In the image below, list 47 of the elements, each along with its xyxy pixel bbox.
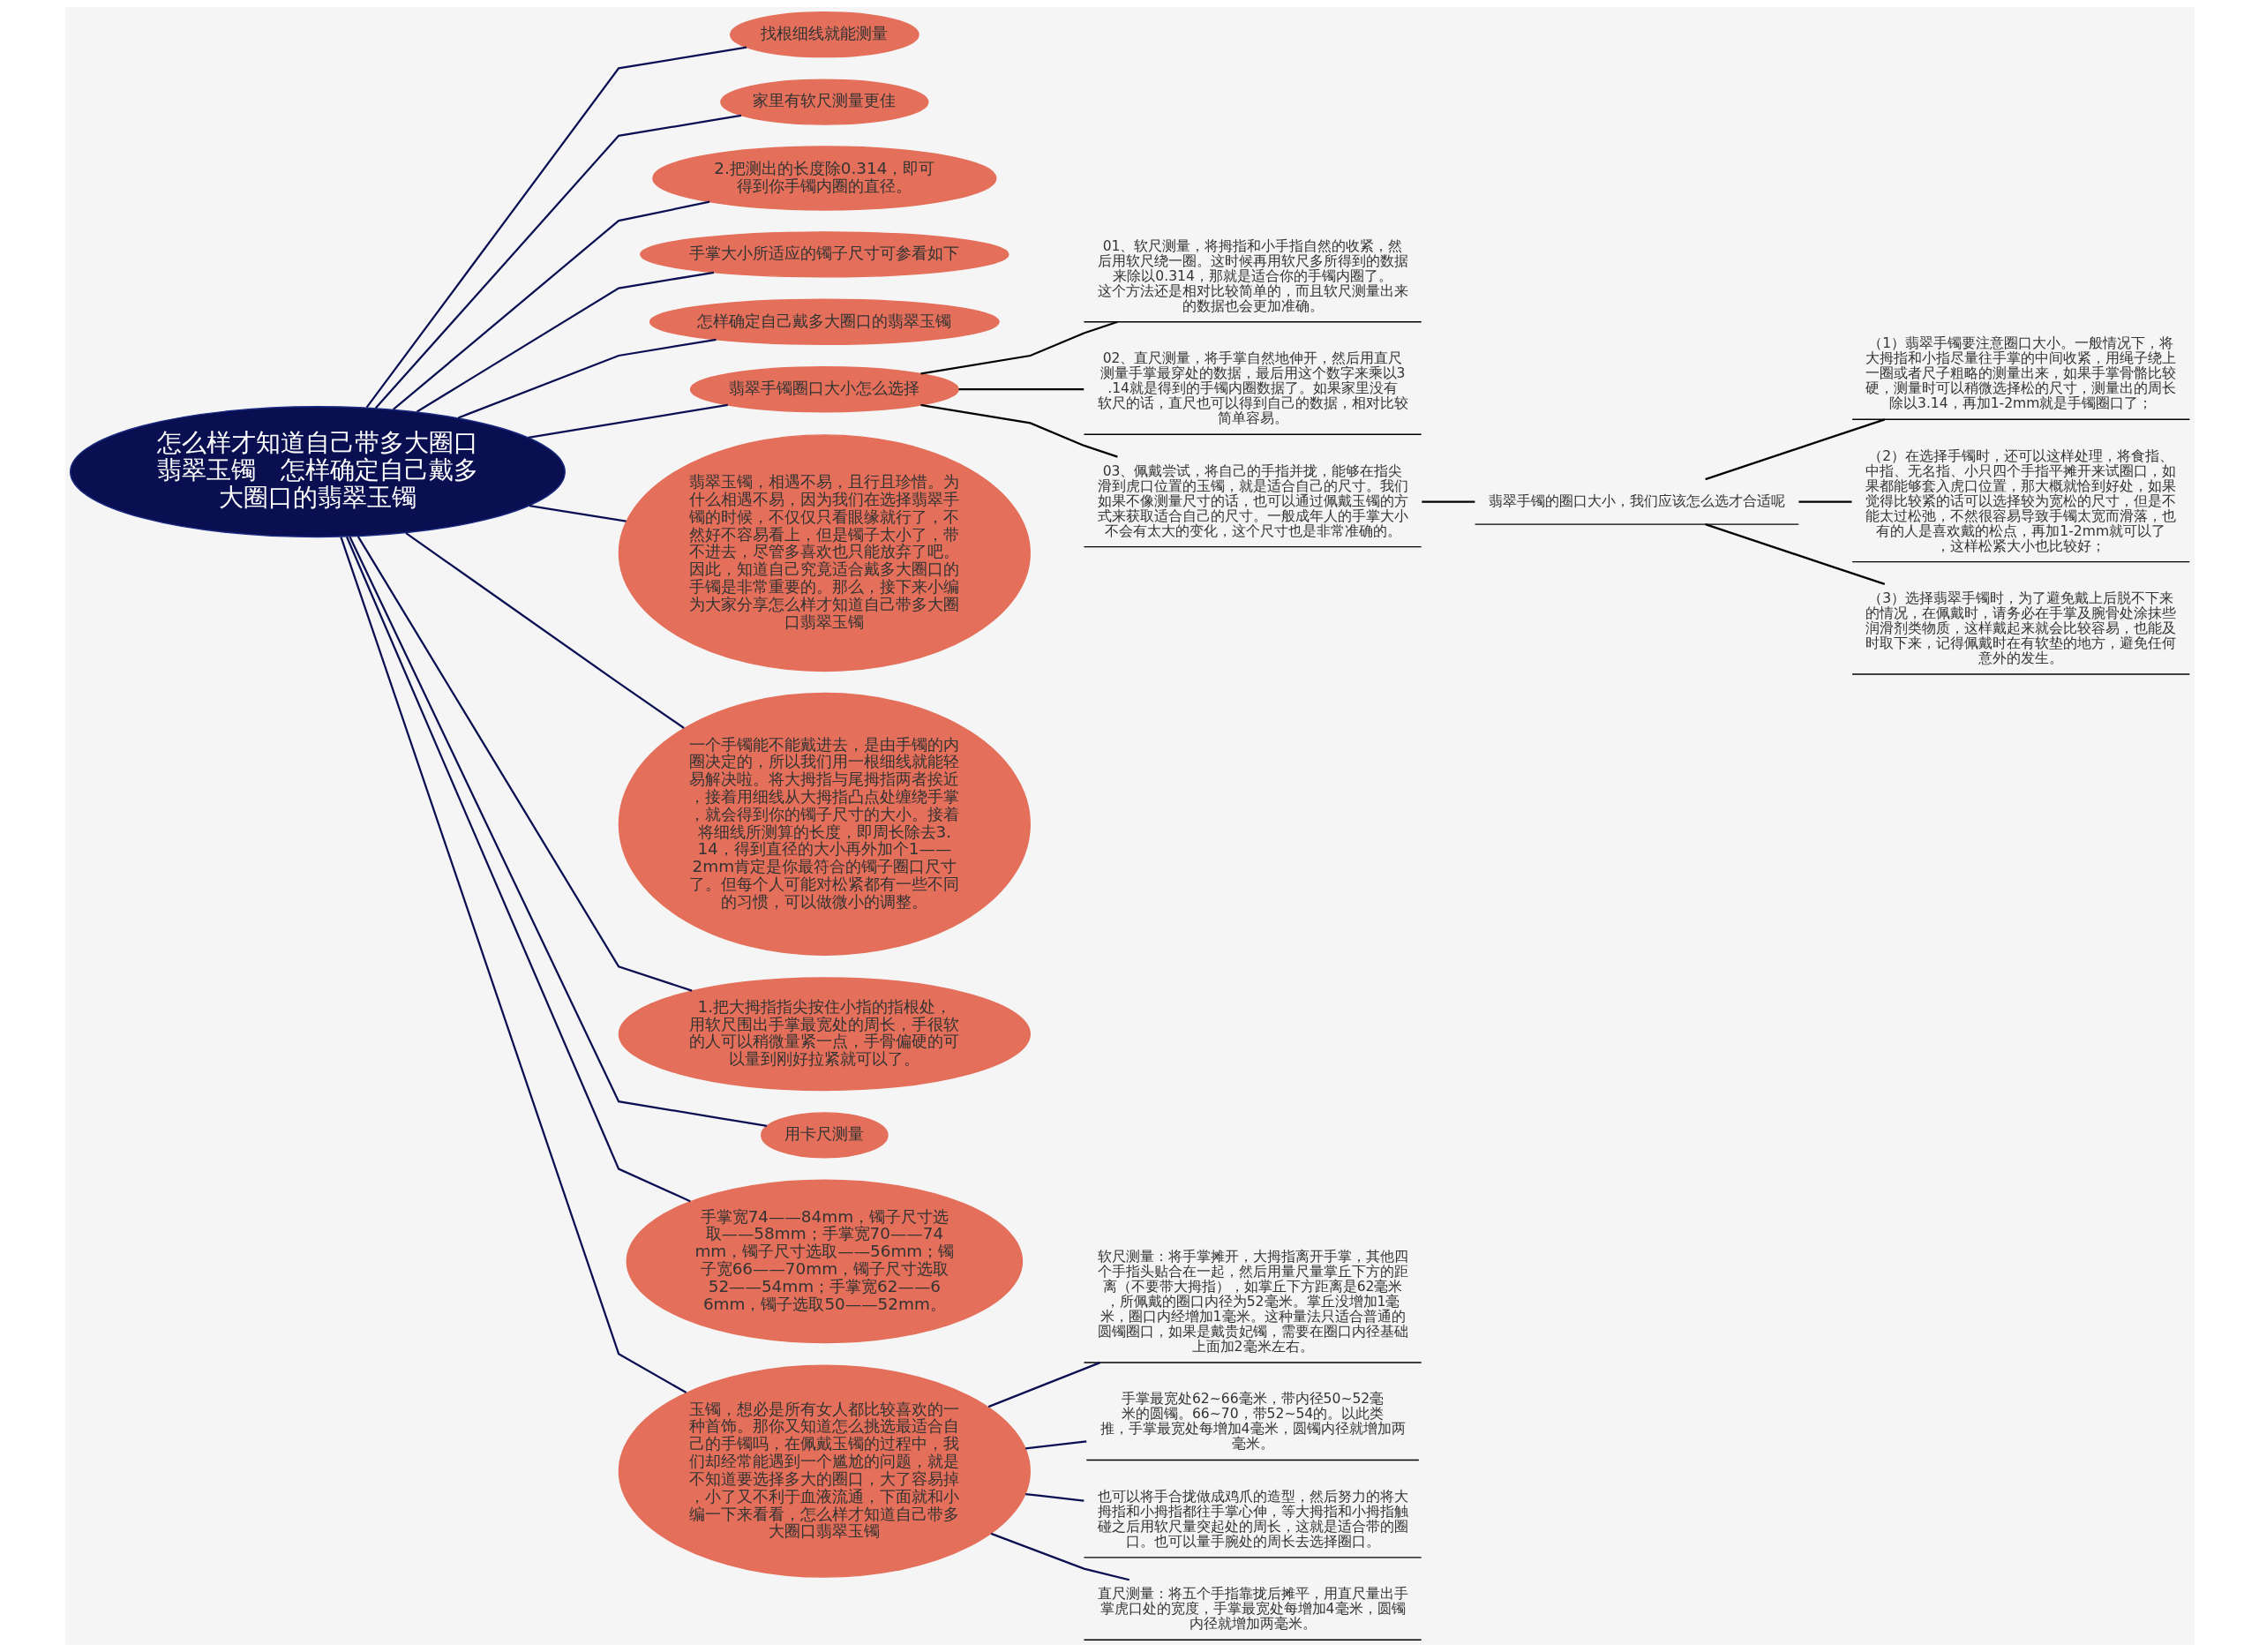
connector	[356, 536, 692, 992]
connector	[1704, 523, 1885, 585]
connector	[348, 536, 767, 1127]
node-text: 软尺测量：将手掌摊开，大拇指离开手掌，其他四个手指头贴合在一起，然后用量尺量掌丘下方的距离（不要带大拇指），如掌丘下方距离是62毫米，所佩戴的圈口内径为52毫米。掌丘没增加1毫米，圈口内经增加1毫米。这种量法只适合普通的圆镯圈口，如果是戴贵妃镯，需要在圈口内径基础上面加2毫米左右。	[1097, 1249, 1408, 1355]
connector	[392, 200, 709, 410]
node-text: 直尺测量：将五个手指靠拢后摊平，用直尺量出手掌虎口处的宽度，手掌最宽处每增加4毫米，圆镯内径就增加两毫米。	[1097, 1586, 1408, 1633]
node-ellipse: 翡翠玉镯，相遇不易，且行且珍惜。为什么相遇不易，因为我们在选择翡翠手镯的时候，不仅仅只看眼缘就行了，不然好不容易看上，但是镯子太小了，带不进去，尽管多喜欢也只能放弃了吧。因此，知道自己究竟适合戴多大圈口的手镯是非常重要的。那么，接下来小编为大家分享怎么样才知道自己带多大圈口翡翠玉镯	[618, 434, 1031, 672]
node-text: 03、佩戴尝试，将自己的手指并拢，能够在指尖滑到虎口位置的玉镯，就是适合自己的尺寸。我们如果不像测量尺寸的话，也可以通过佩戴玉镯的方式来获取适合自己的尺寸。一般成年人的手掌大小不会有太大的变化，这个尺寸也是非常准确的。	[1097, 462, 1408, 539]
node-ellipse: 怎样确定自己戴多大圈口的翡翠玉镯	[649, 298, 1000, 345]
connector	[1024, 1440, 1086, 1450]
connector	[990, 1532, 1130, 1581]
node-ellipse: 用卡尺测量	[760, 1112, 889, 1159]
node-text: （3）选择翡翠手镯时，为了避免戴上后脱不下来的情况，在佩戴时，请务必在手掌及腕骨处涂抹些润滑剂类物质，这样戴起来就会比较容易，也能及时取下来，记得佩戴时在有软垫的地方，避免任何意外的发生。	[1865, 590, 2176, 666]
node-ellipse: 家里有软尺测量更佳	[719, 79, 929, 125]
connector	[404, 532, 685, 729]
node-ellipse: 怎么样才知道自己带多大圈口翡翠玉镯 怎样确定自己戴多大圈口的翡翠玉镯	[69, 406, 566, 538]
node-ellipse: 玉镯，想必是所有女人都比较喜欢的一种首饰。那你又知道怎么挑选最适合自己的手镯吗，在佩戴玉镯的过程中，我们却经常能遇到一个尴尬的问题，就是不知道要选择多大的圈口，大了容易掉，小了又不利于血液流通，下面就和小编一下来看看，怎么样才知道自己带多大圈口翡翠玉镯	[618, 1364, 1031, 1578]
node-text: 手掌最宽处62~66毫米，带内径50~52毫米的圆镯。66~70，带52~54的。以此类推，手掌最宽处每增加4毫米，圆镯内径就增加两毫米。	[1099, 1391, 1406, 1453]
node-text: 01、软尺测量，将拇指和小手指自然的收紧，然后用软尺绕一圈。这时候再用软尺多所得到的数据来除以0.314，那就是适合你的手镯内圈了。这个方法还是相对比较简单的，而且软尺测量出来的数据也会更加准确。	[1097, 237, 1408, 314]
connector	[365, 46, 747, 409]
node-ellipse: 手掌大小所适应的镯子尺寸可参看如下	[639, 231, 1009, 278]
connector	[1421, 500, 1475, 503]
connector	[1798, 500, 1852, 503]
node-ellipse: 找根细线就能测量	[729, 11, 919, 58]
node-ellipse: 1.把大拇指指尖按住小指的指根处，用软尺围出手掌最宽处的周长，手很软的人可以稍微量紧一点，手骨偏硬的可以量到刚好拉紧就可以了。	[618, 977, 1031, 1092]
connector	[345, 536, 691, 1203]
node-ellipse: 手掌宽74——84mm，镯子尺寸选取——58mm；手掌宽70——74mm，镯子尺寸选取——56mm；镯子宽66——70mm，镯子尺寸选取52——54mm；手掌宽62——66mm，镯子选取50——52mm。	[626, 1179, 1023, 1344]
node-ellipse: 2.把测出的长度除0.314，即可得到你手镯内圈的直径。	[651, 146, 997, 211]
connector	[1024, 1492, 1084, 1502]
connector	[457, 338, 717, 419]
node-ellipse: 翡翠手镯圈口大小怎么选择	[689, 366, 959, 413]
node-text: （2）在选择手镯时，还可以这样处理，将食指、中指、无名指、小只四个手指平摊开来试圈口，如果都能够套入虎口位置，那大概就恰到好处，如果觉得比较紧的话可以选择较为宽松的尺寸，但是不能太过松弛，不然很容易导致手镯太宽而滑落，也有的人是喜欢戴的松点，再加1-2mm就可以了，这样松紧大小也比较好；	[1865, 447, 2176, 554]
node-text: （1）翡翠手镯要注意圈口大小。一般情况下，将大拇指和小指尽量往手掌的中间收紧，用绳子绕上一圈或者尺子粗略的测量出来，如果手掌骨骼比较硬，测量时可以稍微选择松的尺寸，测量出的周长除以3.14，再加1-2mm就是手镯圈口了；	[1865, 335, 2176, 412]
node-text: 也可以将手合拢做成鸡爪的造型，然后努力的将大拇指和小拇指都往手掌心伸，等大拇指和小拇指触碰之后用软尺量突起处的周长，这就是适合带的圈口。也可以量手腕处的周长去选择圈口。	[1097, 1488, 1408, 1550]
connector	[957, 388, 1084, 391]
connector	[528, 403, 728, 439]
connector	[339, 537, 687, 1394]
node-ellipse: 一个手镯能不能戴进去，是由手镯的内圈决定的，所以我们用一根细线就能轻易解决啦。将大拇指与尾拇指两者挨近，接着用细线从大拇指凸点处缠绕手掌，就会得到你的镯子尺寸的大小。接着将细线所测算的长度，即周长除去3.14，得到直径的大小再外加个1——2mm肯定是你最符合的镯子圈口尺寸了。但每个人可能对松紧都有一些不同的习惯，可以做微小的调整。	[618, 692, 1031, 956]
connector	[919, 403, 1118, 458]
node-text: 02、直尺测量，将手掌自然地伸开，然后用直尺测量手掌最穿处的数据，最后用这个数字来乘以3.14就是得到的手镯内圈数据了。如果家里没有软尺的话，直尺也可以得到自己的数据，相对比较简单容易。	[1097, 350, 1408, 427]
connector	[1704, 418, 1885, 481]
node-text: 翡翠手镯的圈口大小，我们应该怎么选才合适呢	[1488, 492, 1785, 509]
connector	[374, 114, 741, 409]
connector	[529, 504, 627, 522]
connector	[416, 271, 714, 413]
connector	[919, 320, 1118, 375]
connector	[987, 1362, 1100, 1408]
